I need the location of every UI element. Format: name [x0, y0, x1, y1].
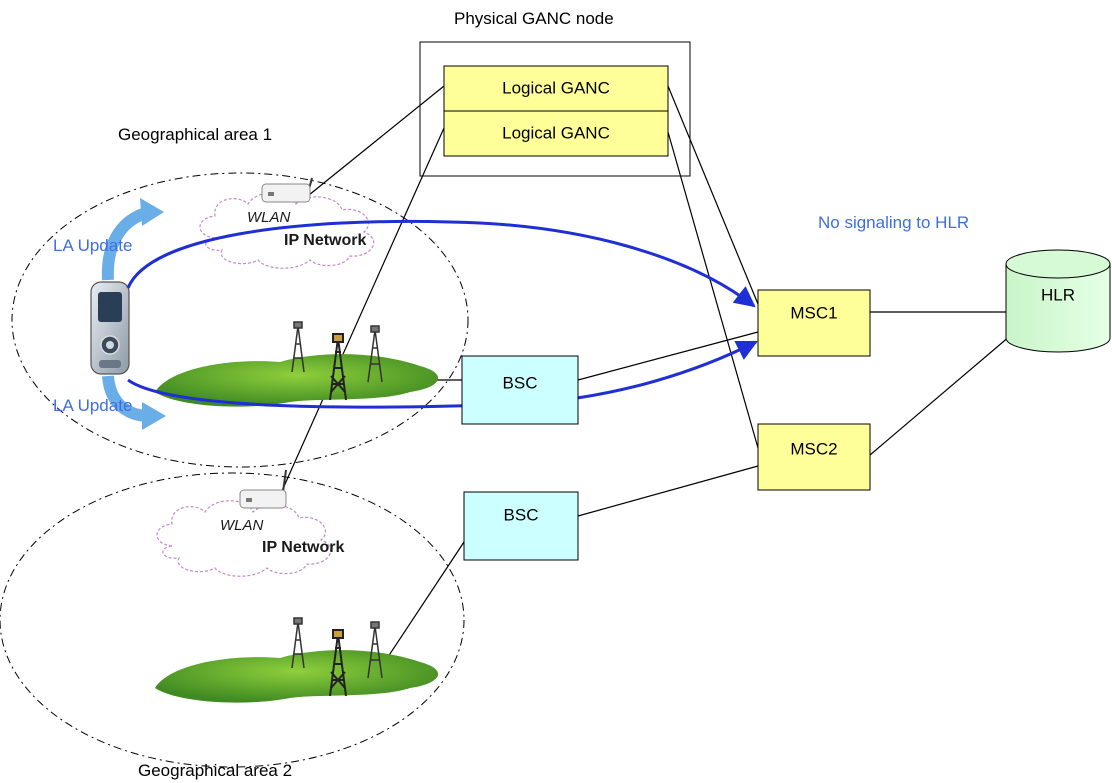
geo-area-2-label: Geographical area 2: [138, 761, 292, 780]
msc-1-label: MSC1: [790, 303, 837, 322]
bsc-2-label: BSC: [504, 505, 539, 524]
msc-2-label: MSC2: [790, 439, 837, 458]
signaling-arrow-wlan: [126, 219, 756, 308]
ip-network-2-label: IP Network: [262, 539, 345, 556]
grass-patch-1: [155, 354, 439, 407]
wlan-cloud-1: WLAN IP Network: [199, 192, 375, 269]
wlan-2-label: WLAN: [220, 517, 264, 534]
bsc-2-box: [463, 491, 579, 561]
cell-tower-icon: [367, 325, 383, 383]
la-update-top-label: LA Update: [53, 236, 132, 255]
connection-lines: [280, 85, 1011, 673]
la-update-bottom-label: LA Update: [53, 396, 132, 415]
wlan-router-icon: [261, 177, 313, 203]
wlan-cloud-2: WLAN IP Network: [156, 500, 345, 577]
ip-network-1-label: IP Network: [284, 232, 367, 249]
database-icon: [1005, 249, 1111, 353]
msc-1-box: [757, 289, 871, 357]
bsc-1-label: BSC: [503, 373, 538, 392]
cloud-icon: [199, 192, 375, 269]
cell-tower-icon: [367, 621, 383, 679]
cell-tower-icon: [291, 617, 305, 669]
geo-area-1-label: Geographical area 1: [118, 125, 272, 144]
la-update-arrow-top: [101, 198, 164, 281]
logical-ganc-1-label: Logical GANC: [502, 78, 610, 97]
cell-tower-icon: [329, 333, 347, 401]
geo-area-1-boundary: [11, 172, 469, 468]
cell-tower-icon: [329, 629, 347, 697]
msc-2-box: [757, 423, 871, 491]
logical-ganc-2-label: Logical GANC: [502, 123, 610, 142]
grass-patch-2: [155, 650, 439, 703]
la-update-arrow-bottom: [102, 375, 166, 430]
mobile-phone-icon: [90, 281, 130, 375]
cell-tower-icon: [291, 321, 305, 373]
physical-ganc-label: Physical GANC node: [454, 9, 614, 28]
cloud-icon: [156, 500, 332, 577]
geo-area-2-boundary: [0, 472, 465, 768]
bsc-1-box: [461, 355, 579, 425]
hlr-label: HLR: [1041, 285, 1075, 304]
wlan-1-label: WLAN: [247, 209, 291, 226]
no-signaling-label: No signaling to HLR: [818, 213, 969, 232]
wlan-router-icon: [239, 469, 287, 509]
